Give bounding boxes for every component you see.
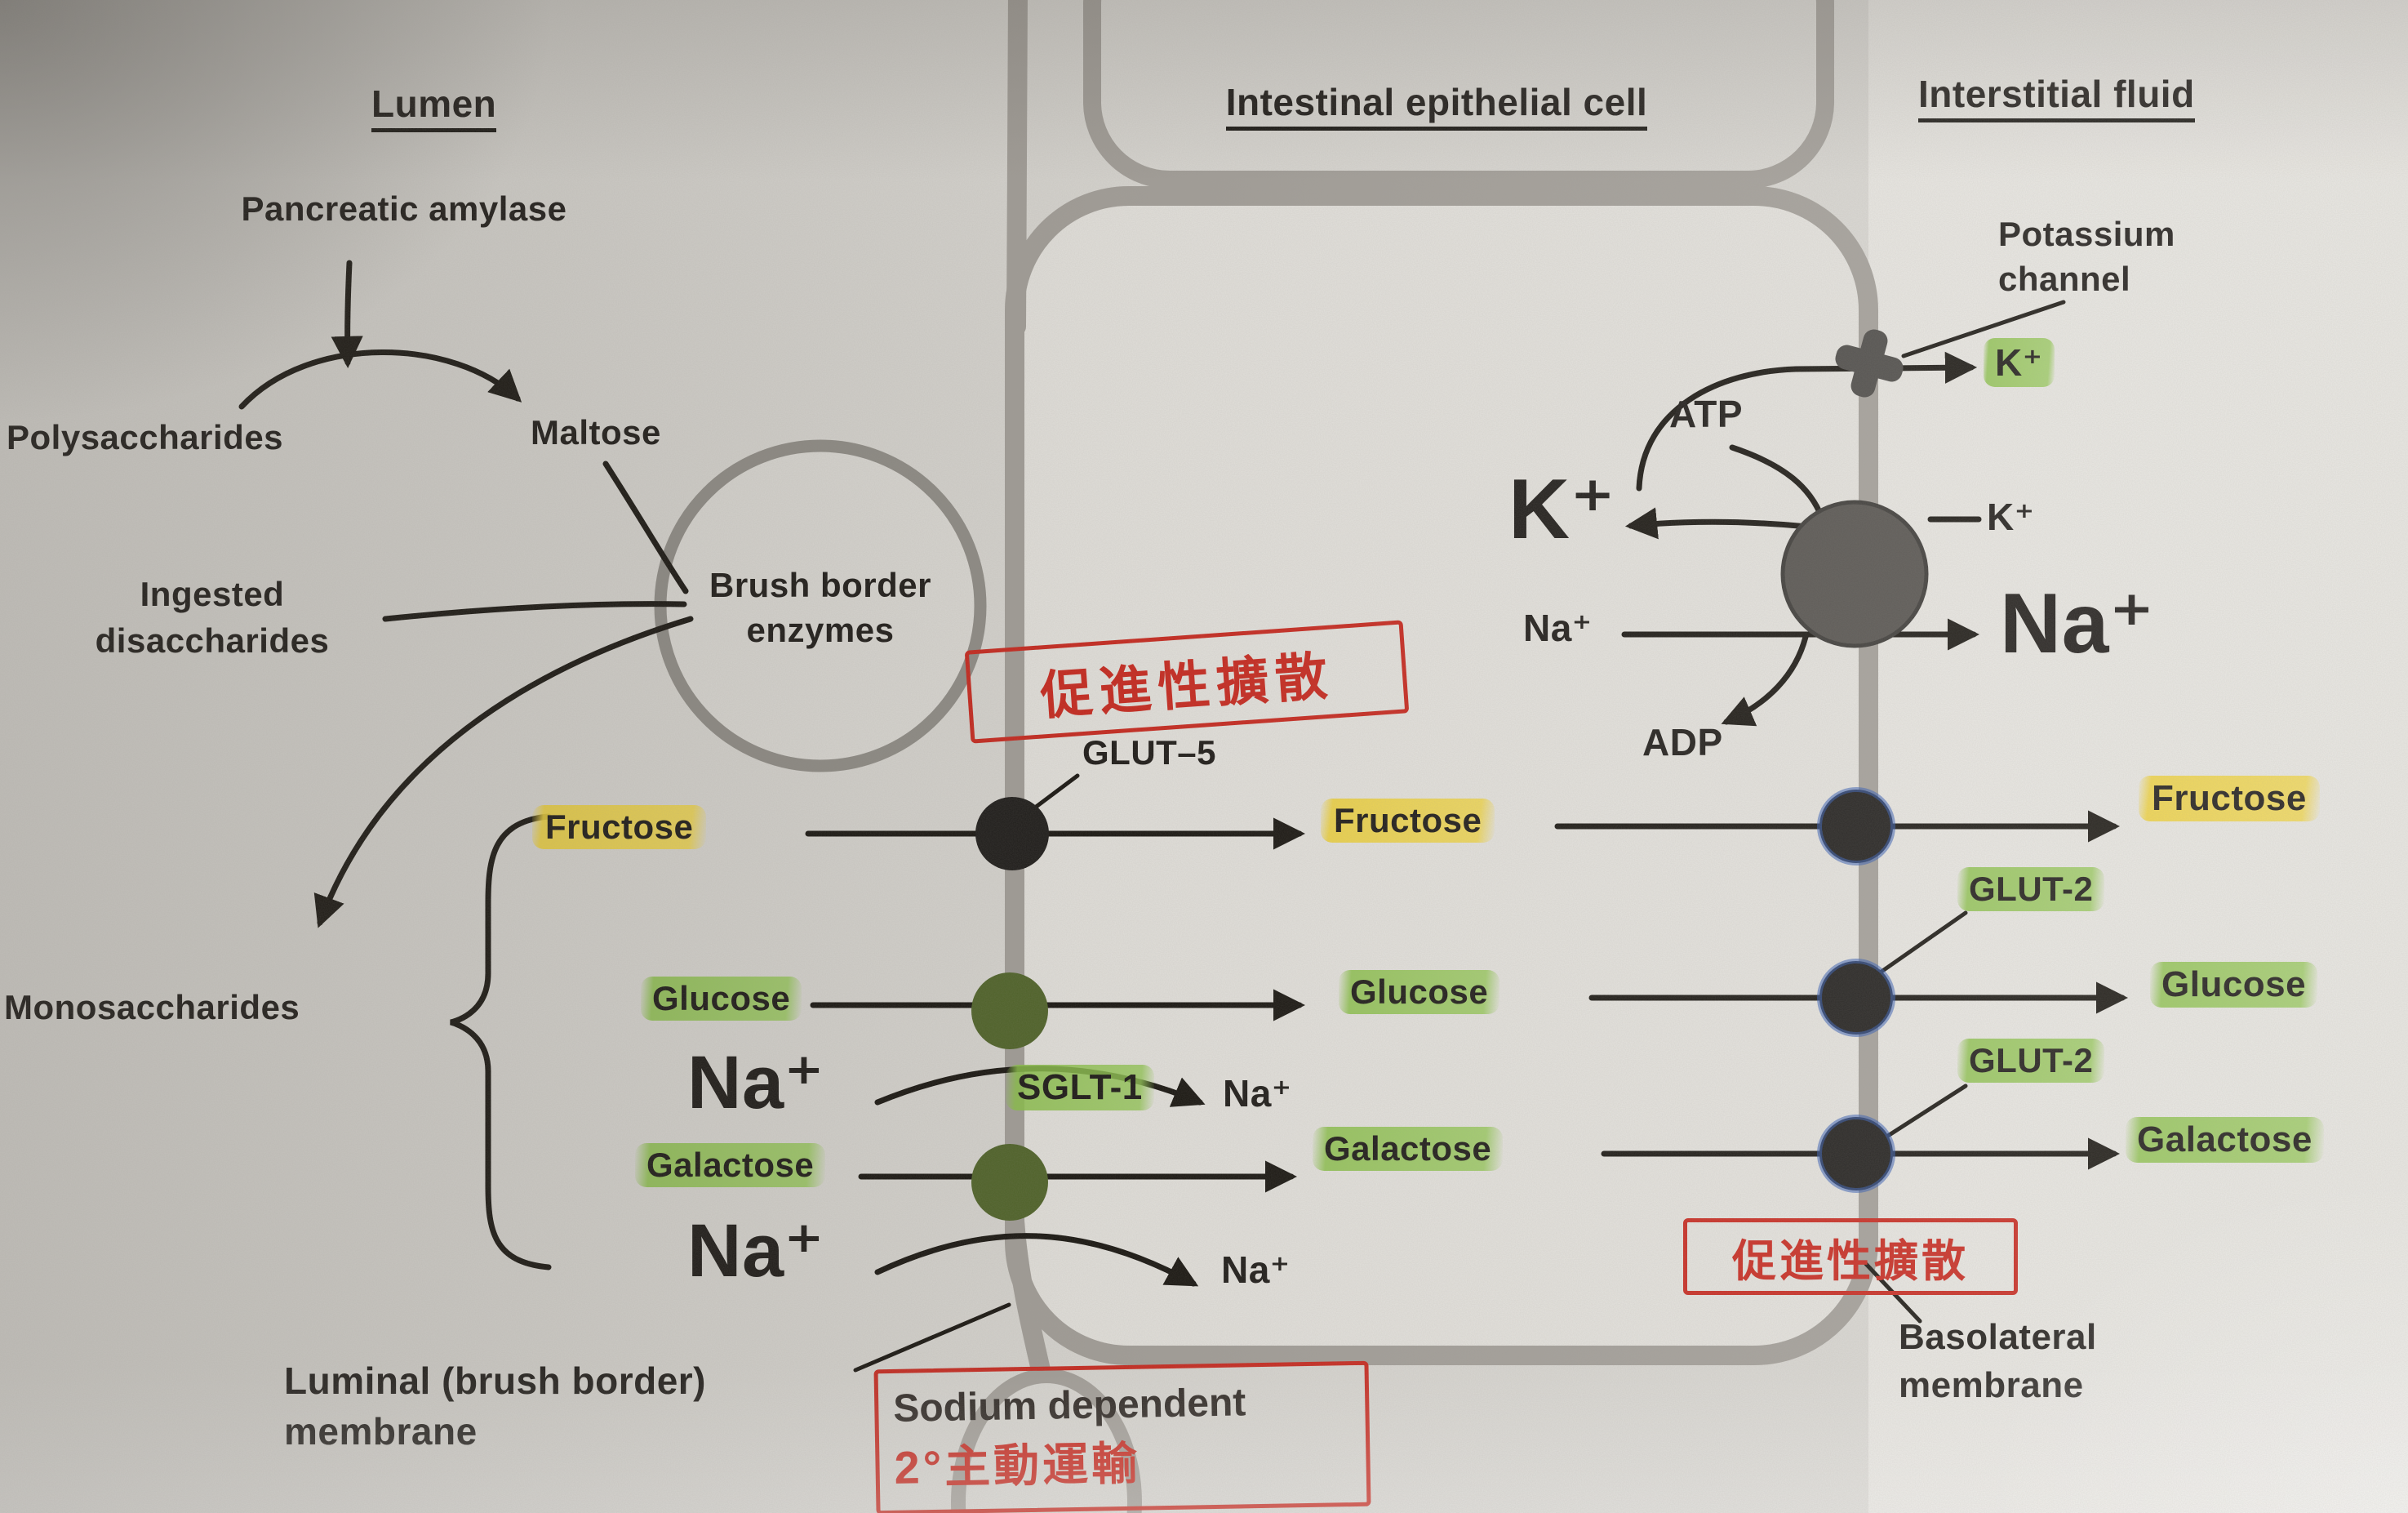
- sodium-dependent-annotation: Sodium dependent 2°主動運輸: [873, 1360, 1371, 1513]
- potassium-cell-label: K⁺: [1508, 462, 1615, 557]
- sodium-cell-label-2: Na⁺: [1221, 1248, 1291, 1291]
- sodium-cell-label-1: Na⁺: [1223, 1072, 1292, 1115]
- potassium-channel-k-label: K⁺: [1984, 338, 2055, 387]
- region-title-lumen: Lumen: [371, 82, 641, 132]
- glut5-transporter: [975, 797, 1049, 870]
- glut2-transporter-fructose: [1817, 787, 1895, 866]
- sodium-potassium-pump: [1780, 500, 1929, 648]
- secondary-active-transport-text: 2°主動運輸: [894, 1437, 1141, 1493]
- glut2-transporter-glucose: [1817, 959, 1895, 1037]
- brush-border-enzymes-label: Brush border enzymes: [709, 566, 932, 649]
- adp-label: ADP: [1642, 721, 1723, 763]
- basolateral-membrane-label: Basolateral membrane: [1899, 1317, 2097, 1406]
- polysaccharides-label: Polysaccharides: [7, 418, 284, 456]
- fructose-cell-label: Fructose: [1321, 799, 1495, 843]
- pancreatic-amylase-label: Pancreatic amylase: [241, 189, 567, 228]
- sodium-interstitial-label: Na⁺: [2000, 576, 2155, 671]
- galactose-interstitial-label: Galactose: [2126, 1117, 2324, 1163]
- sglt1-transporter-galactose: [971, 1144, 1048, 1221]
- glut2-lower-label: GLUT-2: [1957, 1039, 2105, 1083]
- sodium-lumen-label-2: Na⁺: [687, 1209, 824, 1293]
- epithelial-cell-body: [1005, 186, 1878, 1365]
- maltose-label: Maltose: [531, 413, 661, 452]
- luminal-membrane-upper: [1006, 0, 1028, 336]
- sodium-cell-pump-label: Na⁺: [1523, 607, 1593, 649]
- facilitated-diffusion-annotation-right: 促進性擴散: [1683, 1218, 2018, 1295]
- monosaccharides-label: Monosaccharides: [4, 988, 300, 1026]
- potassium-channel-label: Potassium channel: [1998, 215, 2175, 298]
- amylase-arrow: [331, 260, 363, 369]
- sglt1-transporter-glucose: [971, 972, 1048, 1049]
- glucose-lumen-label: Glucose: [641, 977, 802, 1021]
- ingested-disaccharides-label: Ingested disaccharides: [95, 575, 330, 660]
- fructose-lumen-label: Fructose: [532, 805, 707, 849]
- atp-label: ATP: [1669, 393, 1744, 435]
- potassium-outside-label: K⁺: [1987, 496, 2035, 538]
- galactose-lumen-label: Galactose: [635, 1143, 826, 1187]
- glut2-transporter-galactose: [1817, 1115, 1895, 1193]
- fructose-interstitial-label: Fructose: [2139, 776, 2320, 821]
- region-title-cell: Intestinal epithelial cell: [1110, 80, 1763, 131]
- glut5-label: GLUT–5: [1082, 733, 1217, 772]
- glut2-upper-label: GLUT-2: [1957, 867, 2105, 911]
- galactose-cell-label: Galactose: [1313, 1127, 1504, 1171]
- luminal-membrane-label: Luminal (brush border) membrane: [284, 1359, 706, 1453]
- sglt1-label: SGLT-1: [1006, 1065, 1154, 1110]
- glucose-cell-label: Glucose: [1339, 970, 1500, 1014]
- region-title-interstitial: Interstitial fluid: [1918, 72, 2310, 122]
- sodium-lumen-label-1: Na⁺: [687, 1041, 824, 1124]
- sodium-dependent-text: Sodium dependent: [892, 1381, 1246, 1431]
- glucose-interstitial-label: Glucose: [2150, 962, 2318, 1008]
